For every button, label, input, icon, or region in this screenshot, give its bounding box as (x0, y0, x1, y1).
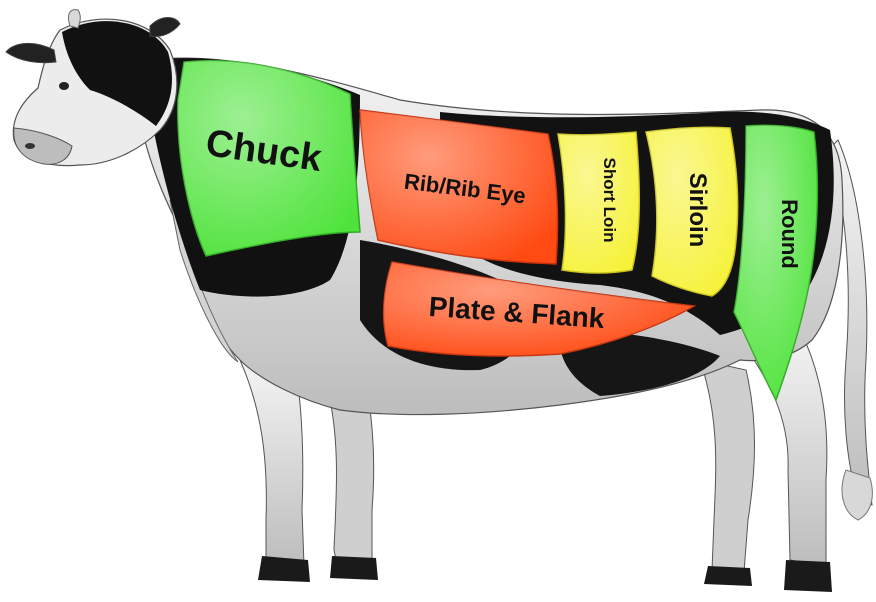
cow-ear (6, 43, 56, 62)
cut-round-label: Round (777, 199, 802, 269)
cow-hind-leg-far (700, 360, 755, 572)
cut-sirloin[interactable]: Sirloin (646, 127, 738, 296)
cut-short-loin[interactable]: Short Loin (558, 132, 639, 273)
cow-hooves (258, 556, 832, 592)
cut-short-loin-label: Short Loin (600, 158, 619, 243)
cut-rib[interactable]: Rib/Rib Eye (360, 110, 558, 264)
cut-sirloin-label: Sirloin (684, 173, 711, 248)
cut-short-loin-gloss (558, 132, 639, 273)
cow-front-leg-far (330, 395, 374, 562)
cut-chuck[interactable]: Chuck (178, 61, 360, 256)
cow-horn (68, 10, 80, 28)
cow-tail-tuft (842, 470, 872, 520)
cow-nostril (25, 143, 35, 149)
cow-eye (59, 82, 69, 90)
cow-ear-right (150, 18, 180, 37)
